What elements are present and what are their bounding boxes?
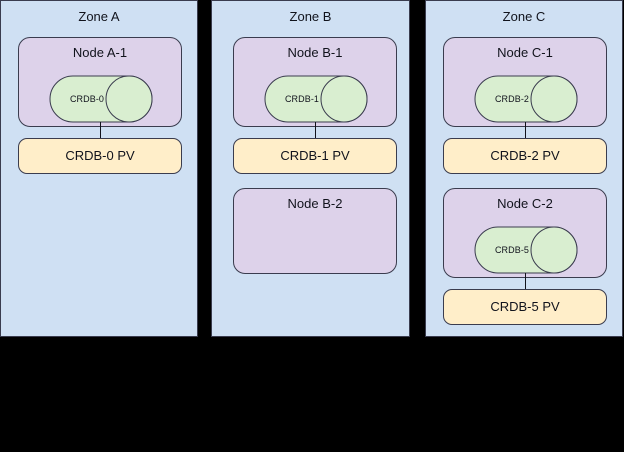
zone-a: Zone A Node A-1 CRDB-0 CRDB-0 PV bbox=[0, 0, 198, 337]
node-b-2-title: Node B-2 bbox=[287, 196, 343, 211]
node-c-1: Node C-1 CRDB-2 bbox=[443, 37, 607, 127]
pv-crdb-5: CRDB-5 PV bbox=[443, 289, 607, 325]
zone-b-title: Zone B bbox=[289, 9, 332, 24]
node-c-1-title: Node C-1 bbox=[497, 45, 553, 60]
pv-crdb-5-label: CRDB-5 PV bbox=[490, 299, 560, 314]
node-c-2-title: Node C-2 bbox=[497, 196, 553, 211]
pv-crdb-1-label: CRDB-1 PV bbox=[280, 148, 350, 163]
connector-node-c-1-to-pv bbox=[525, 122, 526, 139]
pod-crdb-0: CRDB-0 bbox=[49, 75, 153, 123]
node-b-2: Node B-2 bbox=[233, 188, 397, 274]
database-cylinder-icon bbox=[474, 75, 578, 123]
pod-crdb-5: CRDB-5 bbox=[474, 226, 578, 274]
connector-node-b-1-to-pv bbox=[315, 122, 316, 139]
database-cylinder-icon bbox=[474, 226, 578, 274]
zone-c-title: Zone C bbox=[502, 9, 546, 24]
node-b-1: Node B-1 CRDB-1 bbox=[233, 37, 397, 127]
node-a-1-title: Node A-1 bbox=[72, 45, 128, 60]
pv-crdb-0: CRDB-0 PV bbox=[18, 138, 182, 174]
pv-crdb-1: CRDB-1 PV bbox=[233, 138, 397, 174]
pv-crdb-0-label: CRDB-0 PV bbox=[65, 148, 135, 163]
node-a-1: Node A-1 CRDB-0 bbox=[18, 37, 182, 127]
pv-crdb-2: CRDB-2 PV bbox=[443, 138, 607, 174]
connector-node-c-2-to-pv bbox=[525, 273, 526, 290]
pod-crdb-2: CRDB-2 bbox=[474, 75, 578, 123]
database-cylinder-icon bbox=[264, 75, 368, 123]
node-b-1-title: Node B-1 bbox=[287, 45, 343, 60]
pod-crdb-1: CRDB-1 bbox=[264, 75, 368, 123]
node-c-2: Node C-2 CRDB-5 bbox=[443, 188, 607, 278]
database-cylinder-icon bbox=[49, 75, 153, 123]
pv-crdb-2-label: CRDB-2 PV bbox=[490, 148, 560, 163]
zone-c: Zone C Node C-1 CRDB-2 CRDB-2 PV Node C-… bbox=[425, 0, 623, 337]
zone-a-title: Zone A bbox=[78, 9, 120, 24]
zone-b: Zone B Node B-1 CRDB-1 CRDB-1 PV Node B-… bbox=[211, 0, 410, 337]
connector-node-a-1-to-pv bbox=[100, 122, 101, 139]
